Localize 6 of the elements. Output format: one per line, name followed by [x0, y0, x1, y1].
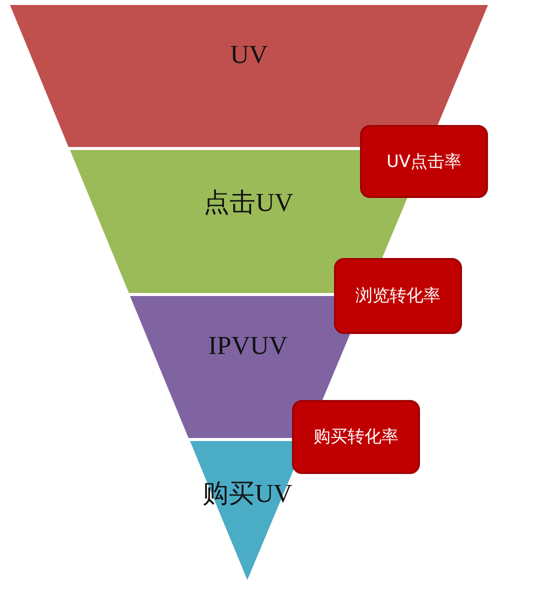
stage-label: IPVUV [208, 331, 288, 360]
stage-label: 点击UV [204, 188, 294, 217]
stage-label: UV [230, 40, 268, 69]
rate-callout: 购买转化率 [292, 400, 420, 474]
rate-callout: 浏览转化率 [334, 258, 462, 334]
rate-callout: UV点击率 [360, 125, 488, 198]
